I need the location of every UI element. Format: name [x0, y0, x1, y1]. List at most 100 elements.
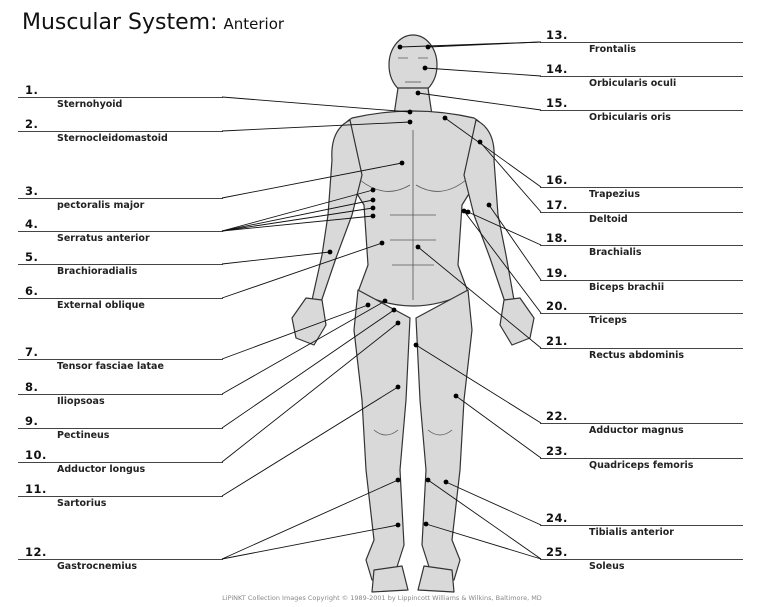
leader-dot	[477, 139, 483, 145]
leader-dot	[407, 119, 413, 125]
label-number-left: 12.	[25, 545, 47, 559]
label-rule-right	[540, 313, 743, 314]
label-term-left: Serratus anterior	[57, 233, 150, 244]
leader-dot	[370, 197, 376, 203]
label-term-right: Orbicularis oris	[589, 112, 671, 123]
leader-dot	[327, 249, 333, 255]
label-term-left: Sternocleidomastoid	[57, 133, 168, 144]
muscle-detail-lines	[359, 57, 467, 436]
leader-dot	[425, 44, 431, 50]
leader-dot	[453, 393, 459, 399]
leader-dot	[465, 209, 471, 215]
leader-dot	[395, 320, 401, 326]
label-rule-right	[540, 110, 743, 111]
label-rule-left	[18, 264, 223, 265]
label-number-right: 16.	[546, 173, 568, 187]
label-number-left: 10.	[25, 448, 47, 462]
leader-line-right	[424, 67, 542, 77]
leader-lines	[221, 41, 542, 560]
leader-line-left	[221, 309, 395, 429]
label-rule-left	[18, 428, 223, 429]
label-rule-right	[540, 187, 743, 188]
label-number-left: 1.	[25, 83, 39, 97]
label-rule-left	[18, 231, 223, 232]
leader-dot	[443, 479, 449, 485]
label-term-right: Soleus	[589, 561, 625, 572]
right-hand	[499, 297, 535, 346]
leader-dot	[391, 307, 397, 313]
label-term-right: Biceps brachii	[589, 282, 665, 293]
label-term-right: Adductor magnus	[589, 425, 684, 436]
leader-dot	[379, 240, 385, 246]
label-rule-left	[18, 298, 223, 299]
leader-line-right	[463, 210, 542, 314]
label-rule-left	[18, 559, 223, 560]
label-number-left: 3.	[25, 184, 39, 198]
leader-dot	[423, 521, 429, 527]
leader-line-right	[455, 395, 542, 459]
title-subtitle: Anterior	[223, 15, 285, 33]
label-number-right: 17.	[546, 198, 568, 212]
leader-dot	[365, 302, 371, 308]
leader-line-right	[417, 92, 542, 111]
label-term-left: pectoralis major	[57, 200, 145, 211]
label-rule-right	[540, 559, 743, 560]
leader-dot	[413, 342, 419, 348]
leader-dot	[425, 477, 431, 483]
left-arm	[311, 119, 363, 306]
leader-dot	[395, 522, 401, 528]
label-number-left: 8.	[25, 380, 39, 394]
label-number-right: 18.	[546, 231, 568, 245]
label-number-right: 14.	[546, 62, 568, 76]
leader-line-left	[221, 251, 331, 265]
leader-line-right	[444, 117, 542, 188]
label-rule-left	[18, 394, 223, 395]
label-rule-right	[540, 423, 743, 424]
leader-dot	[397, 44, 403, 50]
leader-line-right	[488, 204, 542, 281]
label-number-left: 7.	[25, 345, 39, 359]
label-rule-left	[18, 359, 223, 360]
leader-line-left	[221, 242, 383, 299]
label-number-left: 6.	[25, 284, 39, 298]
label-rule-left	[18, 496, 223, 497]
label-term-left: Pectineus	[57, 430, 110, 441]
label-term-left: Sternohyoid	[57, 99, 123, 110]
label-number-left: 4.	[25, 217, 39, 231]
label-number-right: 13.	[546, 28, 568, 42]
leader-line-left	[221, 207, 374, 232]
label-term-left: Adductor longus	[57, 464, 146, 475]
leader-line-left	[221, 121, 411, 132]
label-rule-right	[540, 42, 743, 43]
leader-dot	[395, 477, 401, 483]
label-rule-left	[18, 131, 223, 132]
right-foot	[417, 565, 455, 593]
right-arm	[463, 119, 515, 306]
label-number-left: 11.	[25, 482, 47, 496]
copyright-credit: LiPiNKT Collection Images Copyright © 19…	[222, 594, 542, 602]
label-term-right: Rectus abdominis	[589, 350, 685, 361]
leader-line-right	[415, 344, 542, 424]
label-number-right: 15.	[546, 96, 568, 110]
right-knee	[427, 429, 453, 436]
left-foot	[371, 565, 409, 593]
label-term-left: Brachioradialis	[57, 266, 138, 277]
leader-line-left	[221, 300, 386, 395]
label-rule-right	[540, 458, 743, 459]
label-number-right: 19.	[546, 266, 568, 280]
leader-line-right	[425, 523, 542, 560]
leader-dot	[395, 384, 401, 390]
leader-dot	[370, 213, 376, 219]
head	[388, 34, 438, 96]
leader-dot	[415, 90, 421, 96]
leader-dots	[327, 44, 492, 528]
label-rule-right	[540, 280, 743, 281]
label-rule-left	[18, 462, 223, 463]
label-term-left: Tensor fasciae latae	[57, 361, 164, 372]
left-leg	[353, 289, 411, 581]
label-rule-right	[540, 245, 743, 246]
leader-line-right	[427, 479, 542, 560]
label-number-right: 25.	[546, 545, 568, 559]
leader-line-right	[479, 141, 542, 213]
